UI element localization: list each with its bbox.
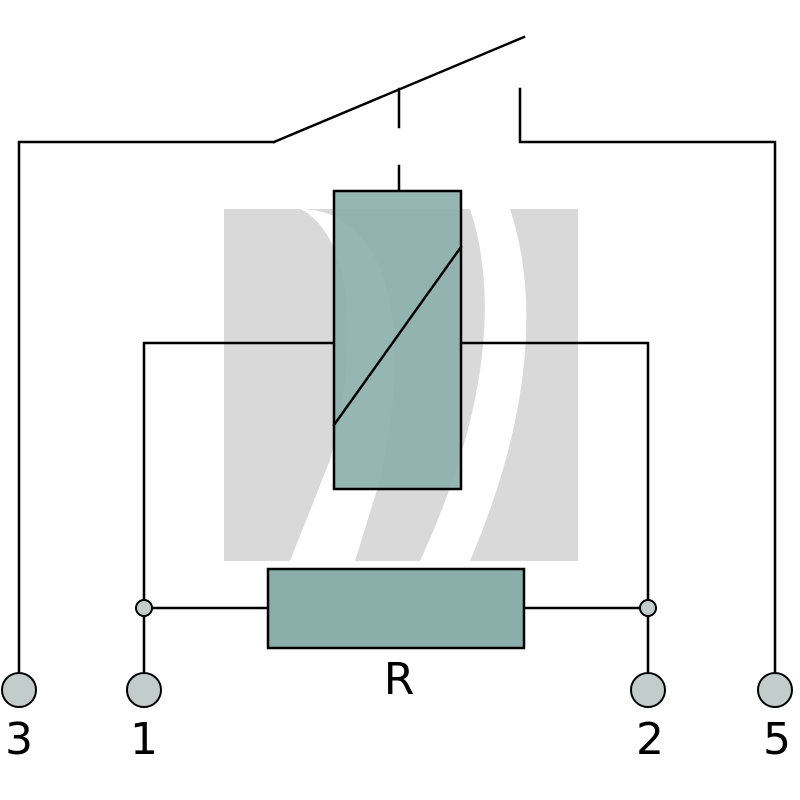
wire-terminal-5 [518, 87, 777, 674]
terminal-1 [126, 672, 162, 708]
terminal-5 [757, 672, 793, 708]
wire-terminal-2 [459, 341, 650, 674]
relay-coil [332, 189, 463, 491]
terminal-2-label: 2 [636, 714, 664, 765]
wire-terminal-1 [142, 341, 336, 674]
terminal-1-label: 1 [130, 714, 158, 765]
terminal-5-label: 5 [763, 714, 791, 765]
resistor [266, 567, 526, 650]
terminal-3 [1, 672, 37, 708]
junction-dot [639, 599, 657, 617]
resistor-label: R [384, 654, 415, 705]
terminal-2 [630, 672, 666, 708]
junction-dot [135, 599, 153, 617]
terminal-3-label: 3 [5, 714, 33, 765]
wire-terminal-3 [17, 140, 276, 674]
